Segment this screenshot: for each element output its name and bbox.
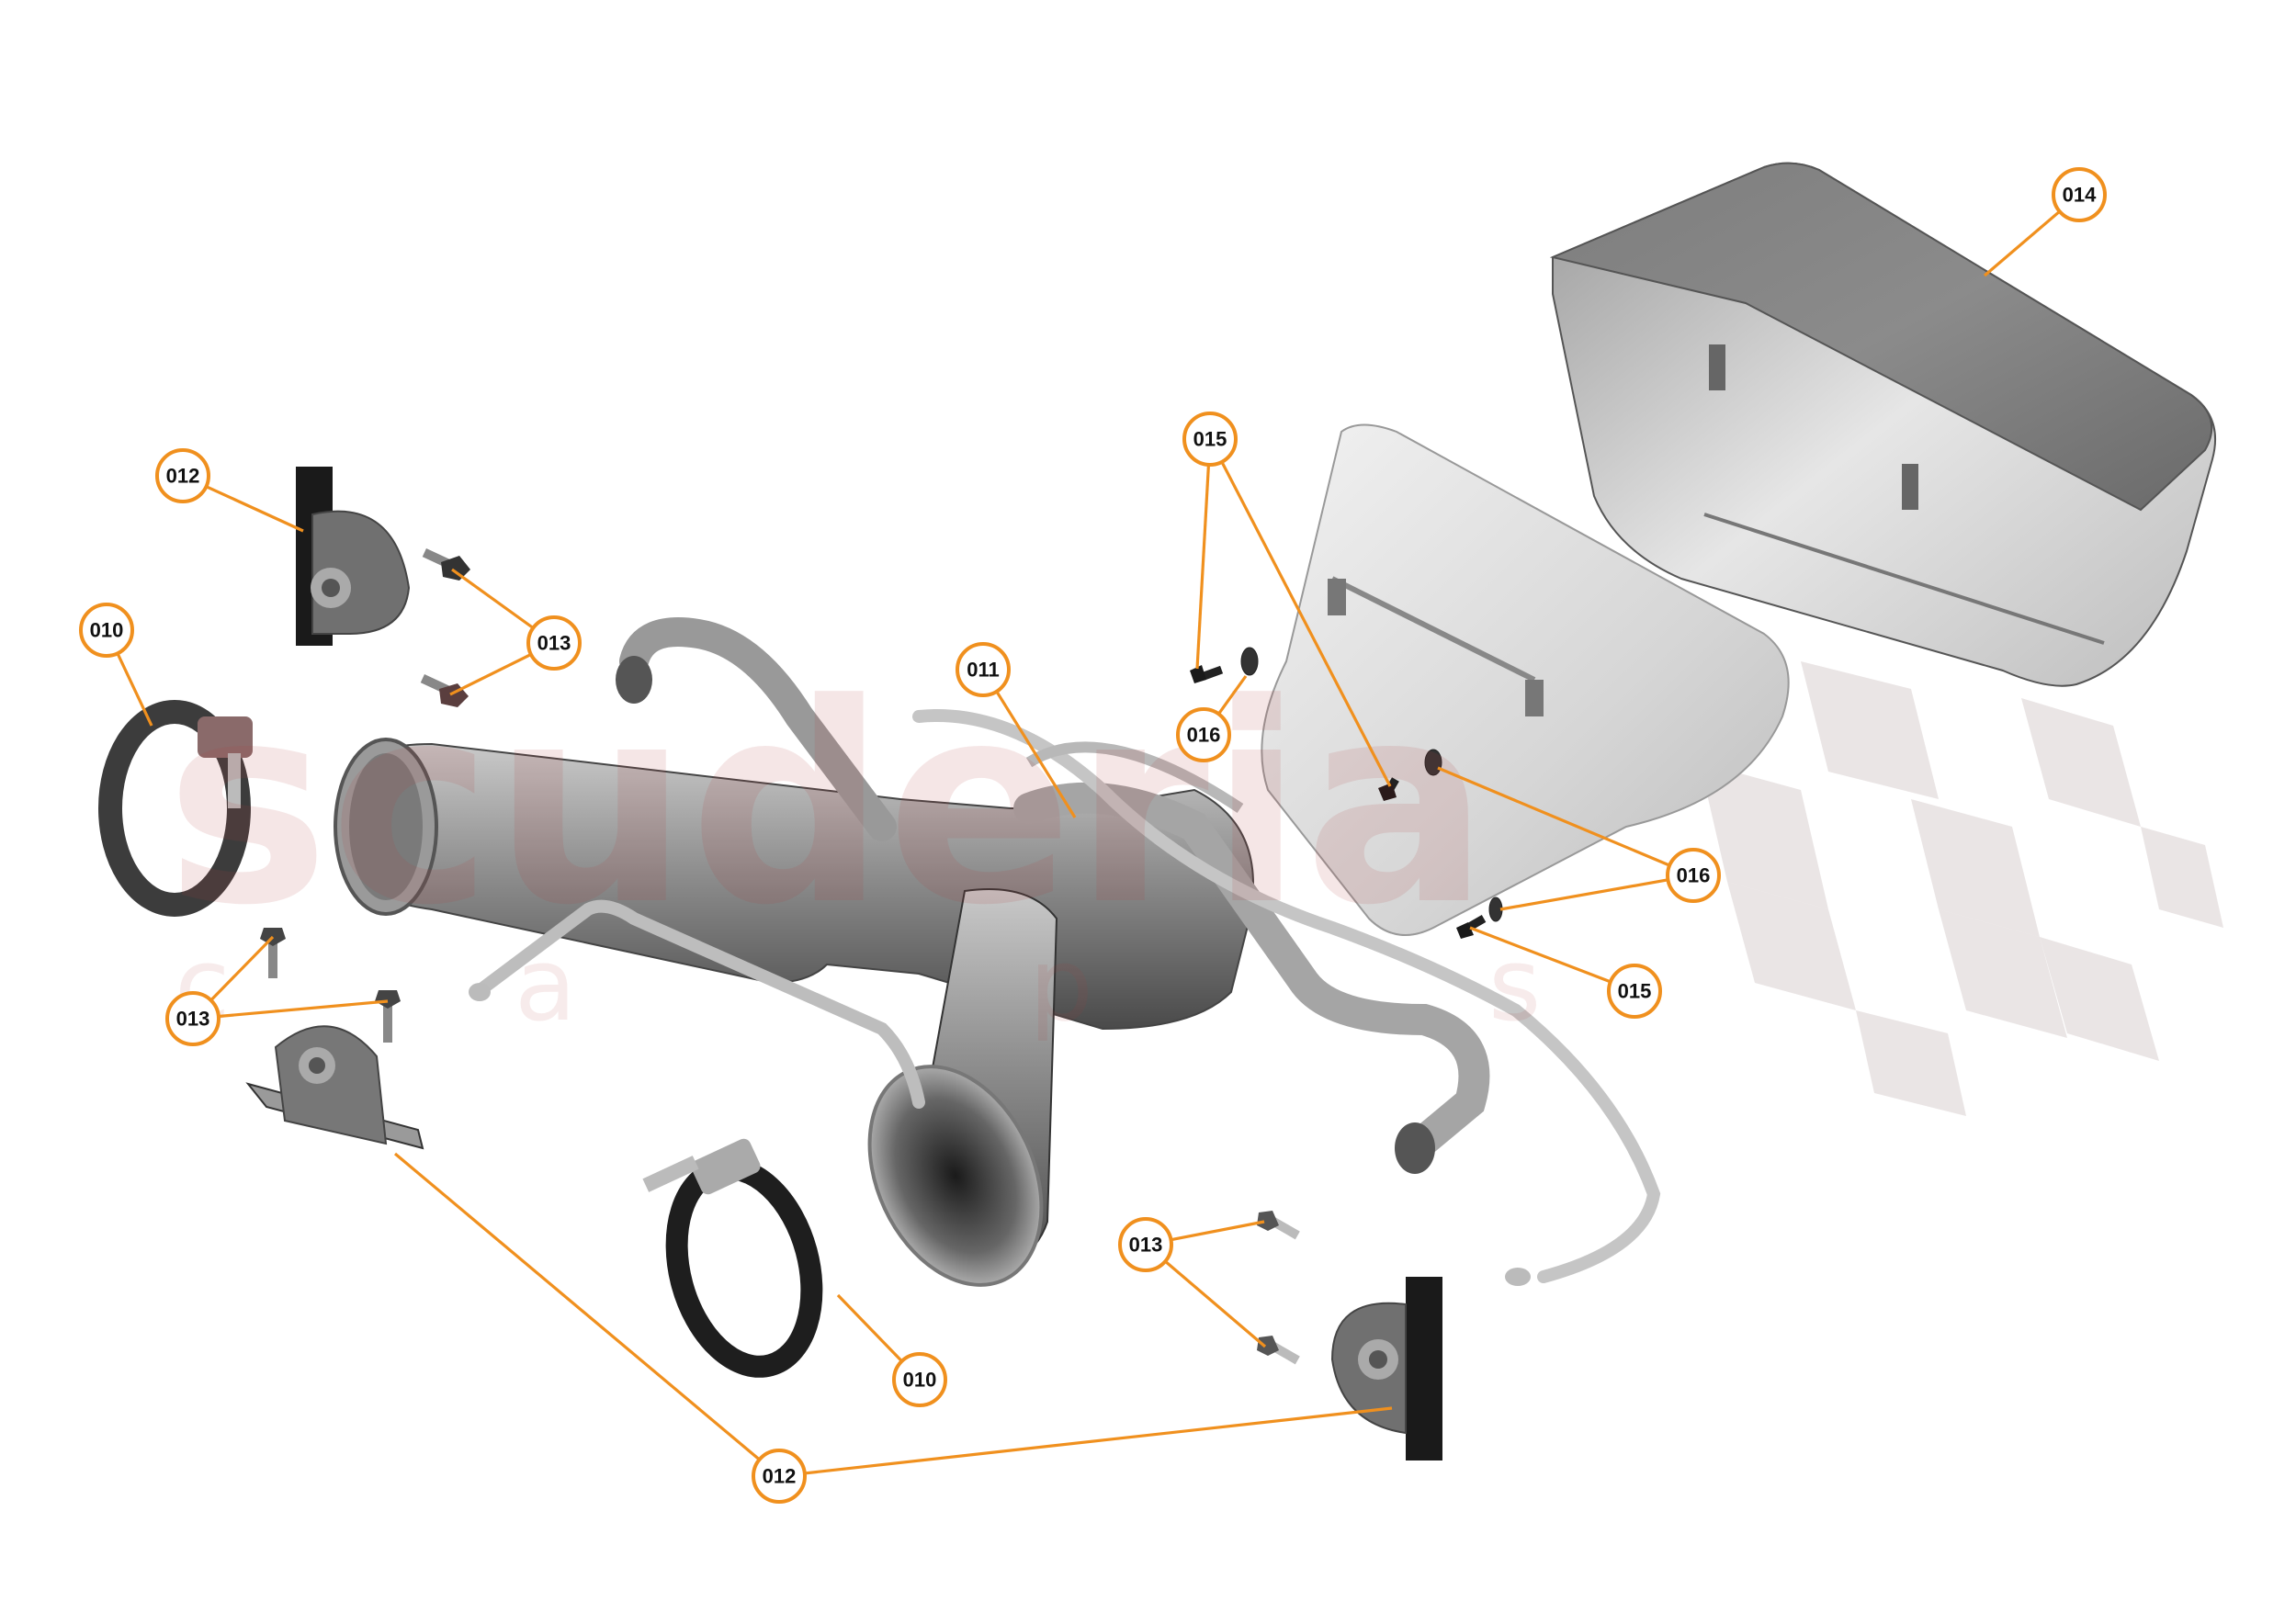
callout-circle: [956, 642, 1011, 697]
leader-line-015-top: [1195, 464, 1211, 670]
callout-circle: [2052, 167, 2107, 222]
bolt-icon: [422, 548, 470, 581]
callout-label: 012: [763, 1465, 797, 1488]
pipe-clamp-part-left: [98, 700, 253, 917]
callout-circle: [79, 603, 134, 658]
callout-015-right[interactable]: 015: [1607, 964, 1662, 1019]
fasteners: [260, 548, 1503, 1365]
leader-line-016-top: [1217, 675, 1248, 716]
callout-label: 013: [176, 1008, 210, 1031]
bolt-icon: [1378, 777, 1399, 801]
callout-label: 015: [1618, 980, 1652, 1003]
leader-line-016-right: [1437, 766, 1670, 867]
washer-icon: [1240, 647, 1259, 676]
callout-label: 014: [2063, 184, 2097, 207]
callout-label: 015: [1193, 428, 1227, 451]
mount-bracket-part-left: [245, 1025, 424, 1150]
callout-013-bottom[interactable]: 013: [1118, 1217, 1173, 1272]
callout-013-top[interactable]: 013: [526, 615, 582, 671]
callout-circle: [155, 448, 210, 503]
callout-circle: [1176, 707, 1231, 762]
leader-line-015-top: [1220, 461, 1392, 787]
callout-label: 010: [903, 1369, 937, 1392]
callout-015-top[interactable]: 015: [1182, 412, 1238, 467]
leader-line-012-bottom: [393, 1152, 761, 1461]
leader-lines: [116, 209, 2061, 1475]
leader-line-010-top: [116, 652, 153, 727]
callout-circle: [892, 1352, 947, 1407]
callout-010-top[interactable]: 010: [79, 603, 134, 658]
callout-circle: [752, 1449, 807, 1504]
callout-016-top[interactable]: 016: [1176, 707, 1231, 762]
callout-012-top[interactable]: 012: [155, 448, 210, 503]
heat-shield-part: [1261, 423, 1790, 936]
watermark-main-text: scuderia: [165, 645, 1489, 965]
leader-line-014: [1983, 209, 2061, 277]
callout-circle: [1607, 964, 1662, 1019]
washer-icon: [1488, 897, 1503, 922]
callout-circle: [526, 615, 582, 671]
checkered-flag-watermark: [1562, 625, 2223, 1116]
washer-icon: [1424, 749, 1442, 776]
leader-line-013-left: [218, 999, 389, 1019]
bolt-icon: [1456, 915, 1487, 939]
mount-bracket-part-top: [296, 467, 411, 646]
callout-011[interactable]: 011: [956, 642, 1011, 697]
callout-012-bottom[interactable]: 012: [752, 1449, 807, 1504]
leader-line-012-bottom: [804, 1406, 1393, 1475]
callout-label: 010: [90, 619, 124, 642]
callout-016-right[interactable]: 016: [1666, 848, 1721, 903]
leader-line-013-left: [209, 935, 275, 1002]
leader-line-010-bottom: [836, 1293, 903, 1362]
leader-line-013-top: [451, 568, 535, 629]
leader-line-012-top: [205, 485, 304, 533]
leader-line-016-right: [1499, 878, 1668, 911]
callout-label: 012: [166, 465, 200, 488]
callout-circle: [1182, 412, 1238, 467]
callout-circle: [1118, 1217, 1173, 1272]
leader-line-013-top: [449, 652, 532, 696]
callout-label: 013: [537, 632, 571, 655]
mount-bracket-part-bottom: [1330, 1277, 1442, 1460]
pipe-clamp-part-bottom: [642, 1138, 823, 1378]
leader-line-015-right: [1469, 926, 1612, 984]
callout-circle: [1666, 848, 1721, 903]
tailpipe-cover-part: [1549, 162, 2216, 687]
callout-label: 016: [1677, 864, 1711, 887]
scuderia-watermark: scuderia c a p s: [165, 645, 1541, 1043]
callout-label: 016: [1187, 724, 1221, 747]
leader-line-011: [995, 690, 1077, 818]
leader-line-013-bottom: [1171, 1220, 1265, 1242]
callout-010-bottom[interactable]: 010: [892, 1352, 947, 1407]
callout-label: 013: [1129, 1234, 1163, 1257]
leader-line-013-bottom: [1164, 1259, 1267, 1348]
callout-014[interactable]: 014: [2052, 167, 2107, 222]
bolt-icon: [375, 990, 401, 1043]
bolt-icon: [1190, 665, 1224, 683]
silencer-assembly-part: [334, 617, 1661, 1287]
callout-label: 011: [967, 659, 1000, 682]
watermark-sub-letter-2: p: [1029, 926, 1231, 1043]
callout-circle: [165, 991, 221, 1046]
bolt-icon: [1257, 1336, 1300, 1365]
watermark-sub-letter-1: a: [515, 926, 714, 1043]
callout-013-left[interactable]: 013: [165, 991, 221, 1046]
bolt-icon: [1257, 1211, 1300, 1240]
callouts: 014 012 010 013 015 011 016 016 015 013 013 010 012: [79, 167, 2107, 1504]
